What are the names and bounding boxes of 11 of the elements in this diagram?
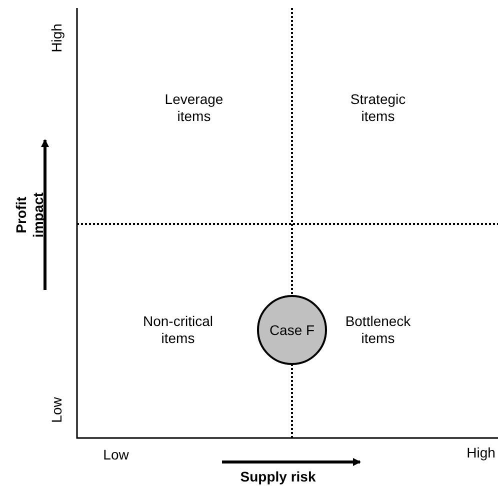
axis-tick-label: High (466, 444, 496, 462)
axis-title: Profit impact (13, 191, 47, 240)
axis-tick-label: Low (103, 446, 129, 464)
axis-tick-label: Low (48, 397, 66, 423)
quadrant-label: Non-critical items (142, 313, 214, 347)
axis-title: Supply risk (240, 468, 316, 486)
axis-tick-label: High (48, 24, 66, 52)
quadrant-label: Bottleneck items (344, 313, 412, 347)
quadrant-label: Leverage items (164, 91, 224, 125)
quadrant-label: Strategic items (349, 91, 407, 125)
case-label: Case F (269, 322, 315, 338)
